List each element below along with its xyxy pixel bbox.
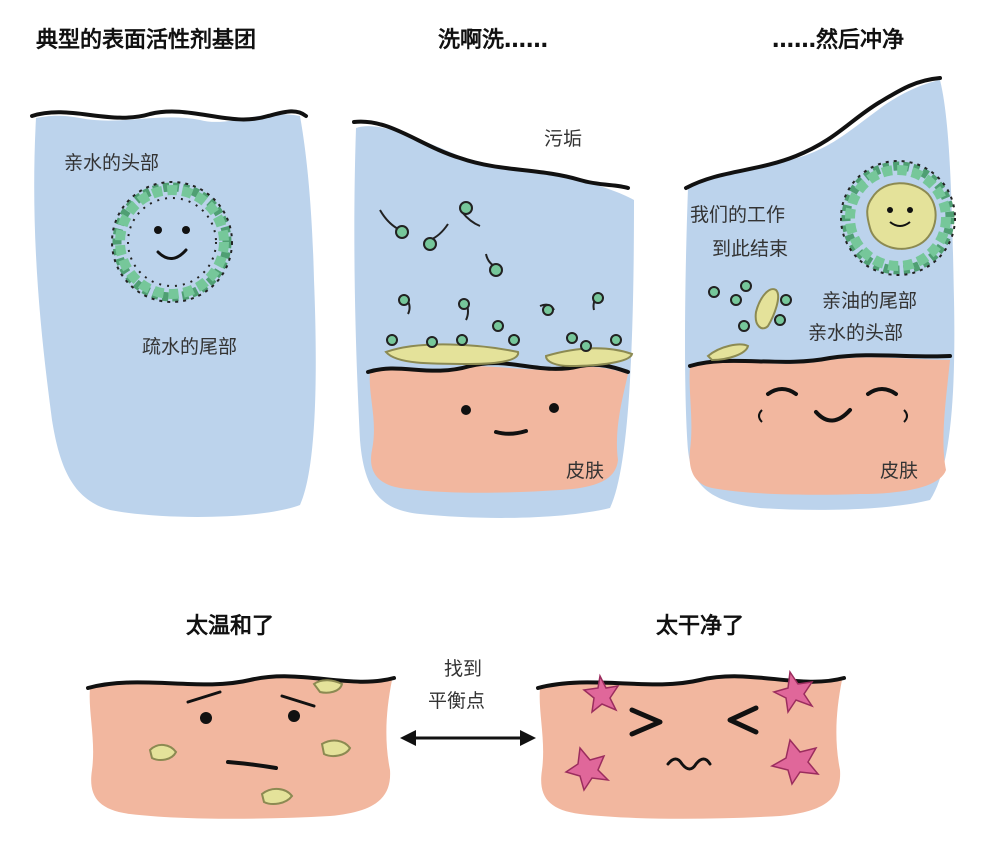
panel3-title: ……然后冲净: [772, 28, 905, 53]
panel3-skin-label: 皮肤: [880, 460, 919, 482]
balance-label-line1: 找到: [444, 658, 483, 680]
panel2-title: 洗啊洗……: [438, 28, 549, 53]
panel4-skin: [86, 674, 396, 819]
panel5-title: 太干净了: [656, 614, 745, 639]
balance-label-line2: 平衡点: [428, 690, 486, 712]
panel5-skin: [536, 669, 846, 819]
panel2-skin-label: 皮肤: [566, 460, 605, 482]
panel4-title: 太温和了: [186, 614, 275, 639]
panel2-dirt-label: 污垢: [544, 128, 583, 150]
panel3-micelle-with-dirt: [840, 160, 956, 276]
panel2-surfactant-molecules: [379, 201, 622, 352]
balance-arrow: [400, 730, 536, 746]
panel3-done-label-1: 我们的工作: [690, 204, 786, 226]
panel1-tail-label: 疏水的尾部: [142, 336, 238, 358]
panel1-micelle: [111, 181, 233, 303]
panel1-head-label: 亲水的头部: [64, 152, 160, 174]
panel3-head-label: 亲水的头部: [808, 322, 904, 344]
panel1-title: 典型的表面活性剂基团: [36, 28, 257, 53]
panel1-beaker: [30, 109, 316, 517]
panel3-done-label-2: 到此结束: [712, 238, 789, 260]
panel3-lifted-dirt: [706, 280, 792, 362]
panel2-dirt: [384, 343, 634, 368]
panel3-oil-tail-label: 亲油的尾部: [822, 290, 918, 312]
panel3-skin: [688, 353, 952, 495]
